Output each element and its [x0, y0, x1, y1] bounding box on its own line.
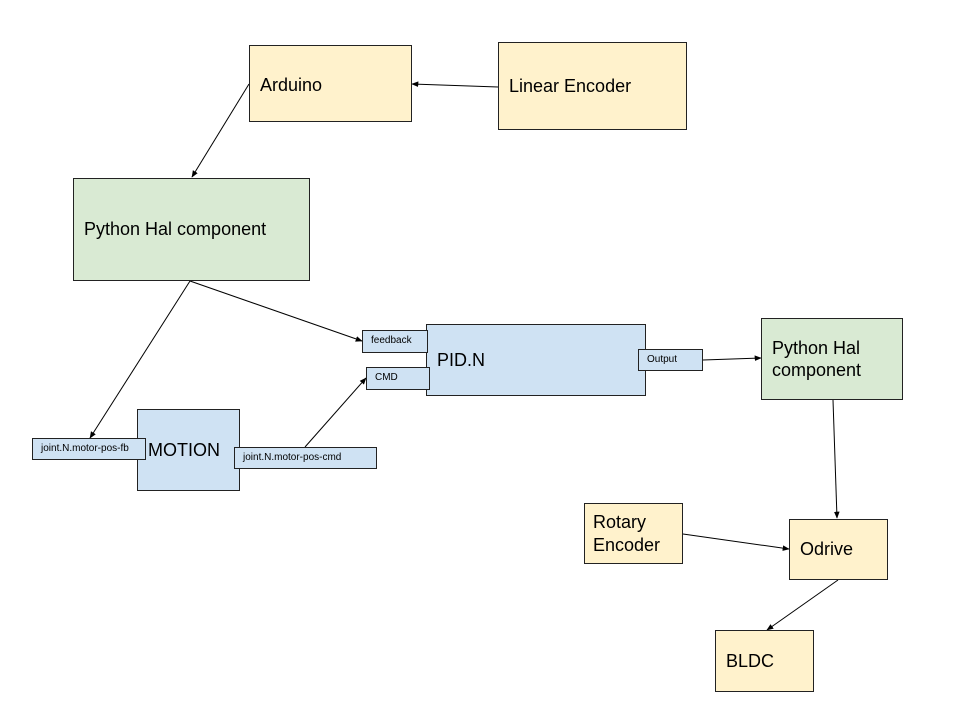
arrow-python-hal-to-motor-pos-fb — [89, 280, 191, 439]
odrive-block: Odrive — [789, 519, 888, 580]
bldc-block: BLDC — [715, 630, 814, 692]
arduino-block: Arduino — [249, 45, 412, 122]
pin-motor-pos-cmd: joint.N.motor-pos-cmd — [234, 447, 377, 469]
arrow-output-to-python-hal — [702, 355, 762, 362]
pin-motor-pos-fb: joint.N.motor-pos-fb — [32, 438, 146, 460]
arrow-arduino-to-python-hal — [191, 83, 250, 178]
arrow-motor-pos-cmd-to-cmd — [304, 377, 367, 448]
arrow-python-hal-to-feedback — [189, 280, 363, 342]
arrow-rotary-encoder-to-odrive — [682, 533, 790, 551]
pin-output: Output — [638, 349, 703, 371]
motion-block: MOTION — [137, 409, 240, 491]
rotary-encoder-block: Rotary Encoder — [584, 503, 683, 564]
arrow-python-hal-to-odrive — [832, 399, 840, 519]
python-hal-component-right-block: Python Hal component — [761, 318, 903, 400]
python-hal-component-top-block: Python Hal component — [73, 178, 310, 281]
pid-block: PID.N — [426, 324, 646, 396]
pin-cmd: CMD — [366, 367, 430, 390]
arrow-odrive-to-bldc — [766, 579, 839, 631]
pin-feedback: feedback — [362, 330, 428, 353]
linear-encoder-block: Linear Encoder — [498, 42, 687, 130]
arrow-linear-encoder-to-arduino — [411, 81, 499, 88]
